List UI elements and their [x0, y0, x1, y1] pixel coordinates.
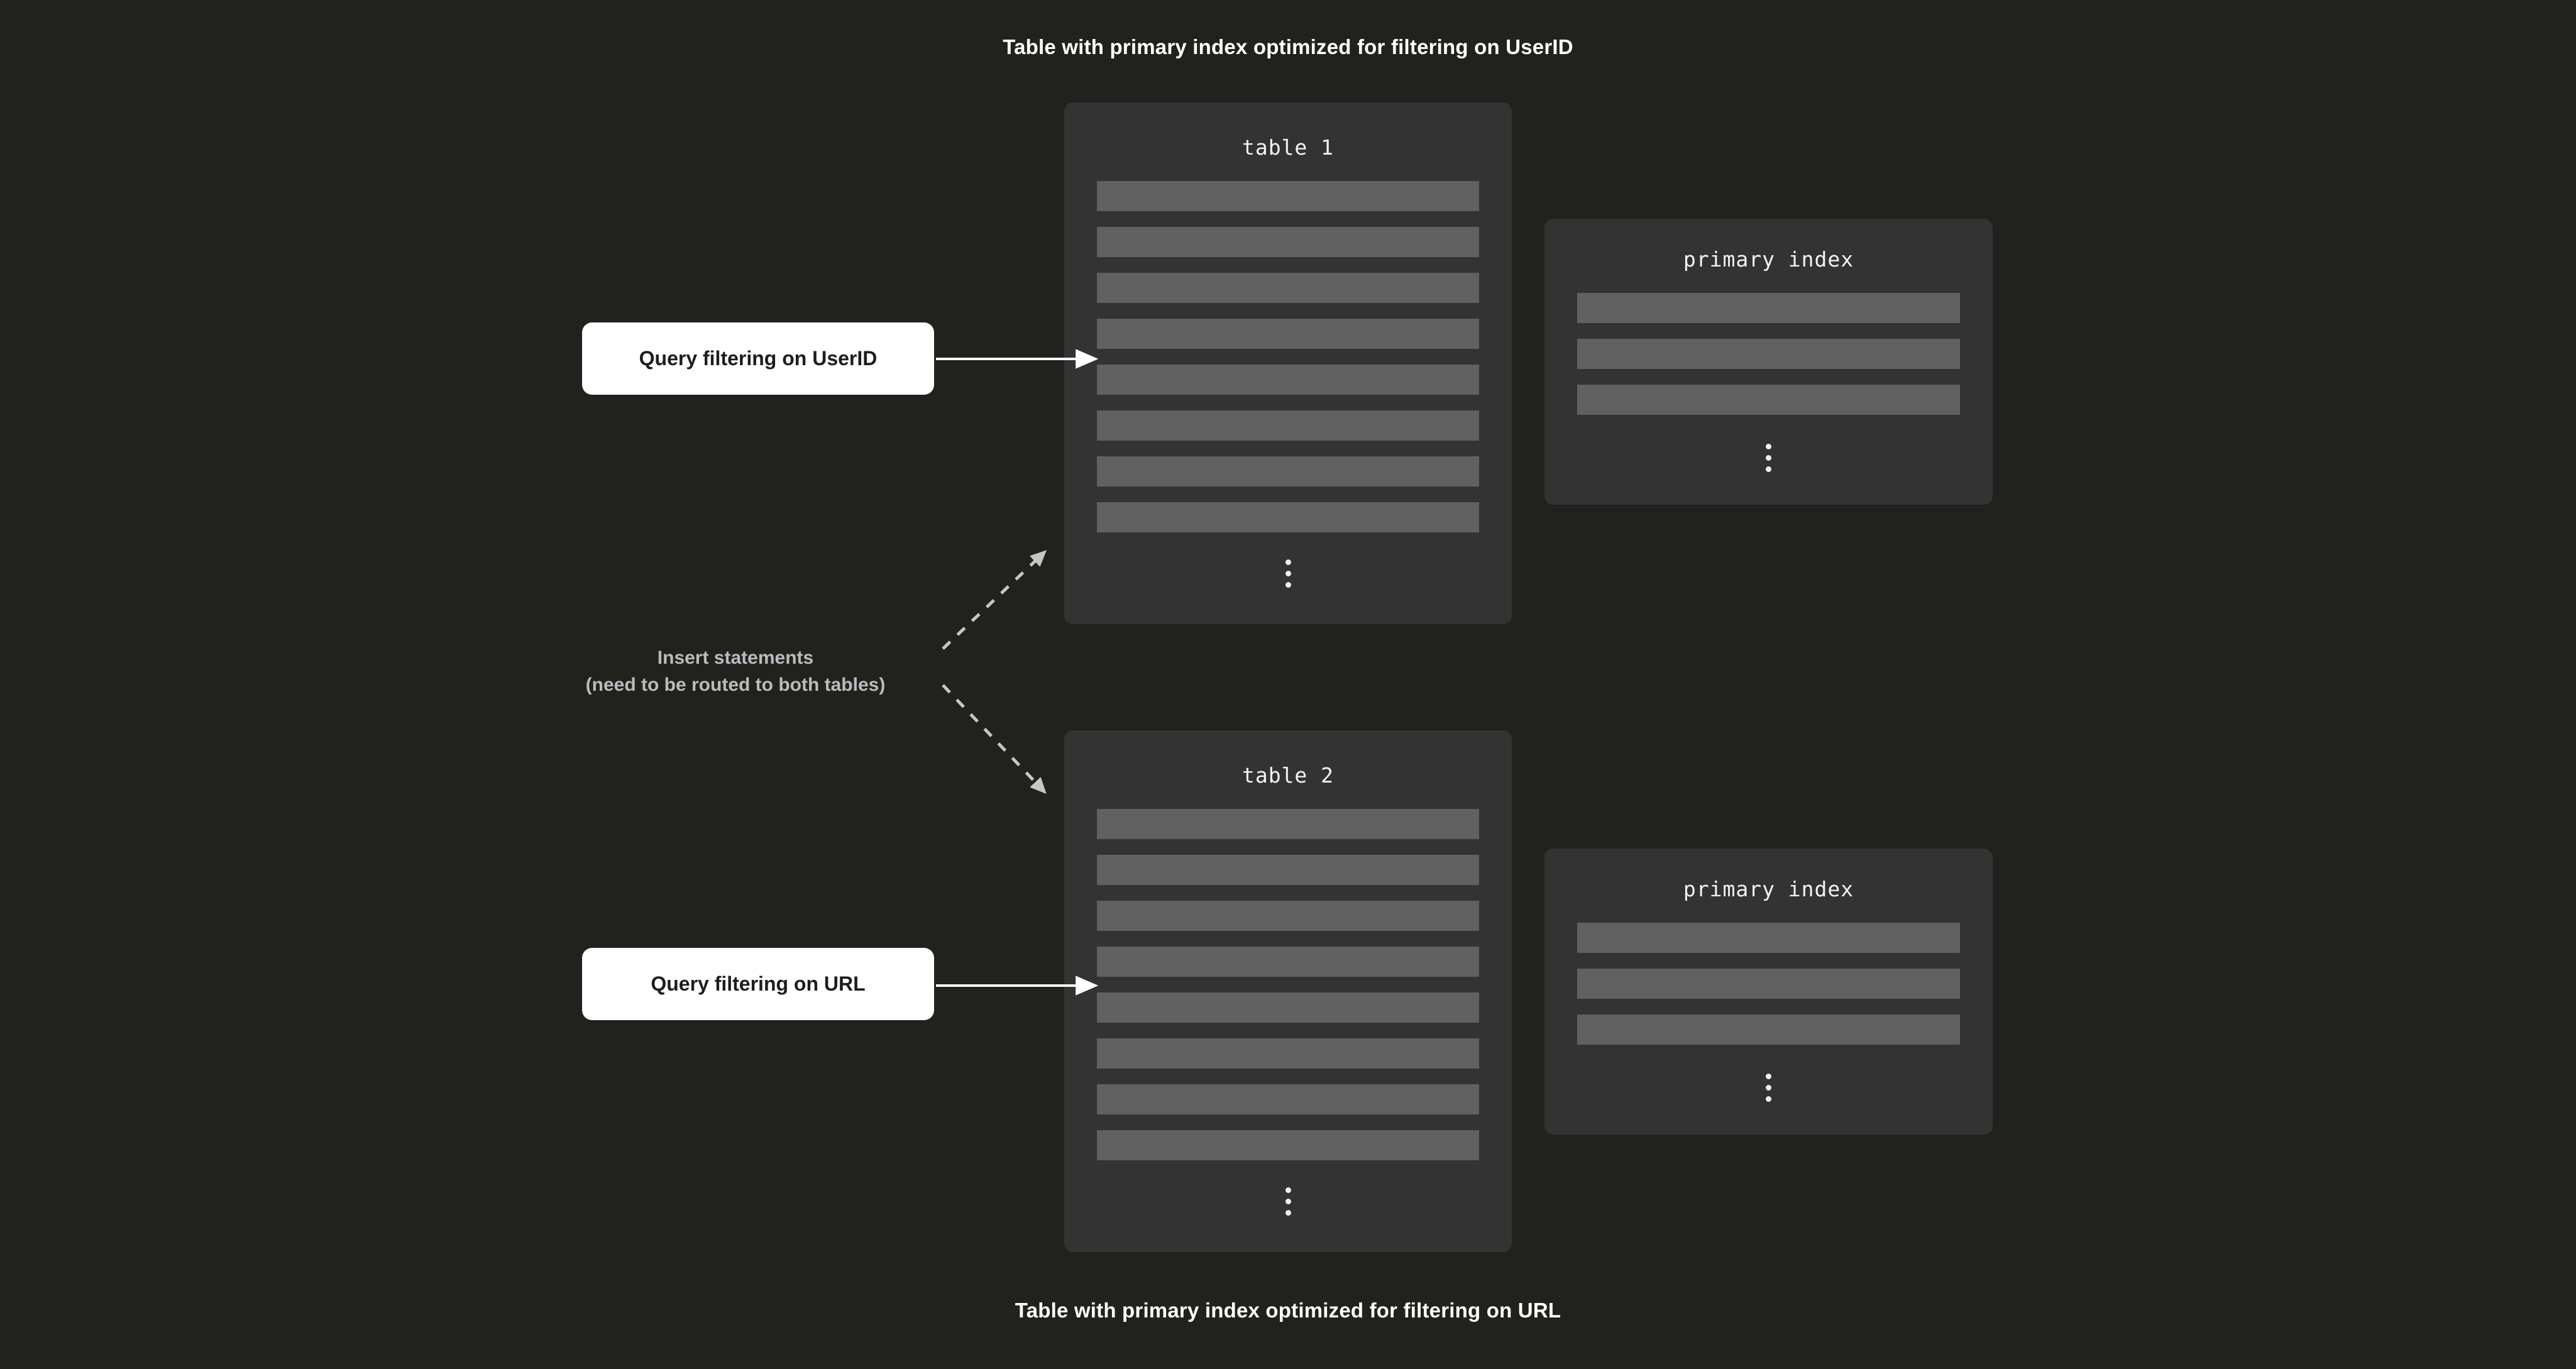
insert-note-line-1: Insert statements: [657, 647, 814, 668]
table-card-1: table 1: [1064, 102, 1512, 624]
insert-note-line-2: (need to be routed to both tables): [585, 674, 886, 695]
primary-index-2-title: primary index: [1683, 877, 1854, 901]
query-chip-userid[interactable]: Query filtering on UserID: [582, 322, 934, 395]
table-row: [1097, 1084, 1479, 1114]
table-row: [1097, 1038, 1479, 1069]
table-row: [1097, 901, 1479, 931]
table-row: [1097, 319, 1479, 349]
table-row: [1097, 273, 1479, 303]
caption-bottom: Table with primary index optimized for f…: [1015, 1299, 1561, 1322]
table-2-ellipsis-icon: [1064, 1187, 1512, 1216]
index-row: [1577, 923, 1960, 953]
primary-index-1-ellipsis-icon: [1544, 444, 1993, 472]
table-row: [1097, 992, 1479, 1023]
primary-index-2-rows: [1577, 923, 1960, 1060]
table-row: [1097, 227, 1479, 257]
table-1-ellipsis-icon: [1064, 559, 1512, 588]
primary-index-2-ellipsis-icon: [1544, 1074, 1993, 1102]
table-card-2: table 2: [1064, 730, 1512, 1252]
index-row: [1577, 1014, 1960, 1045]
primary-index-1-title: primary index: [1683, 247, 1854, 272]
table-row: [1097, 855, 1479, 885]
table-row: [1097, 502, 1479, 532]
table-row: [1097, 456, 1479, 487]
caption-top: Table with primary index optimized for f…: [1003, 35, 1573, 58]
primary-index-1-rows: [1577, 293, 1960, 431]
table-row: [1097, 365, 1479, 395]
arrow-insert-to-table-2: [942, 684, 1047, 794]
arrow-insert-to-table-1: [942, 550, 1047, 650]
index-row: [1577, 339, 1960, 369]
query-chip-url[interactable]: Query filtering on URL: [582, 948, 934, 1020]
table-row: [1097, 1130, 1479, 1160]
index-row: [1577, 969, 1960, 999]
index-row: [1577, 385, 1960, 415]
table-row: [1097, 181, 1479, 211]
table-2-title: table 2: [1241, 763, 1335, 788]
table-2-rows: [1097, 809, 1479, 1176]
table-row: [1097, 809, 1479, 839]
table-1-rows: [1097, 181, 1479, 548]
insert-statements-note: Insert statements (need to be routed to …: [515, 645, 955, 698]
table-1-title: table 1: [1241, 135, 1335, 160]
table-row: [1097, 947, 1479, 977]
primary-index-card-1: primary index: [1544, 219, 1993, 505]
index-row: [1577, 293, 1960, 323]
table-row: [1097, 410, 1479, 441]
